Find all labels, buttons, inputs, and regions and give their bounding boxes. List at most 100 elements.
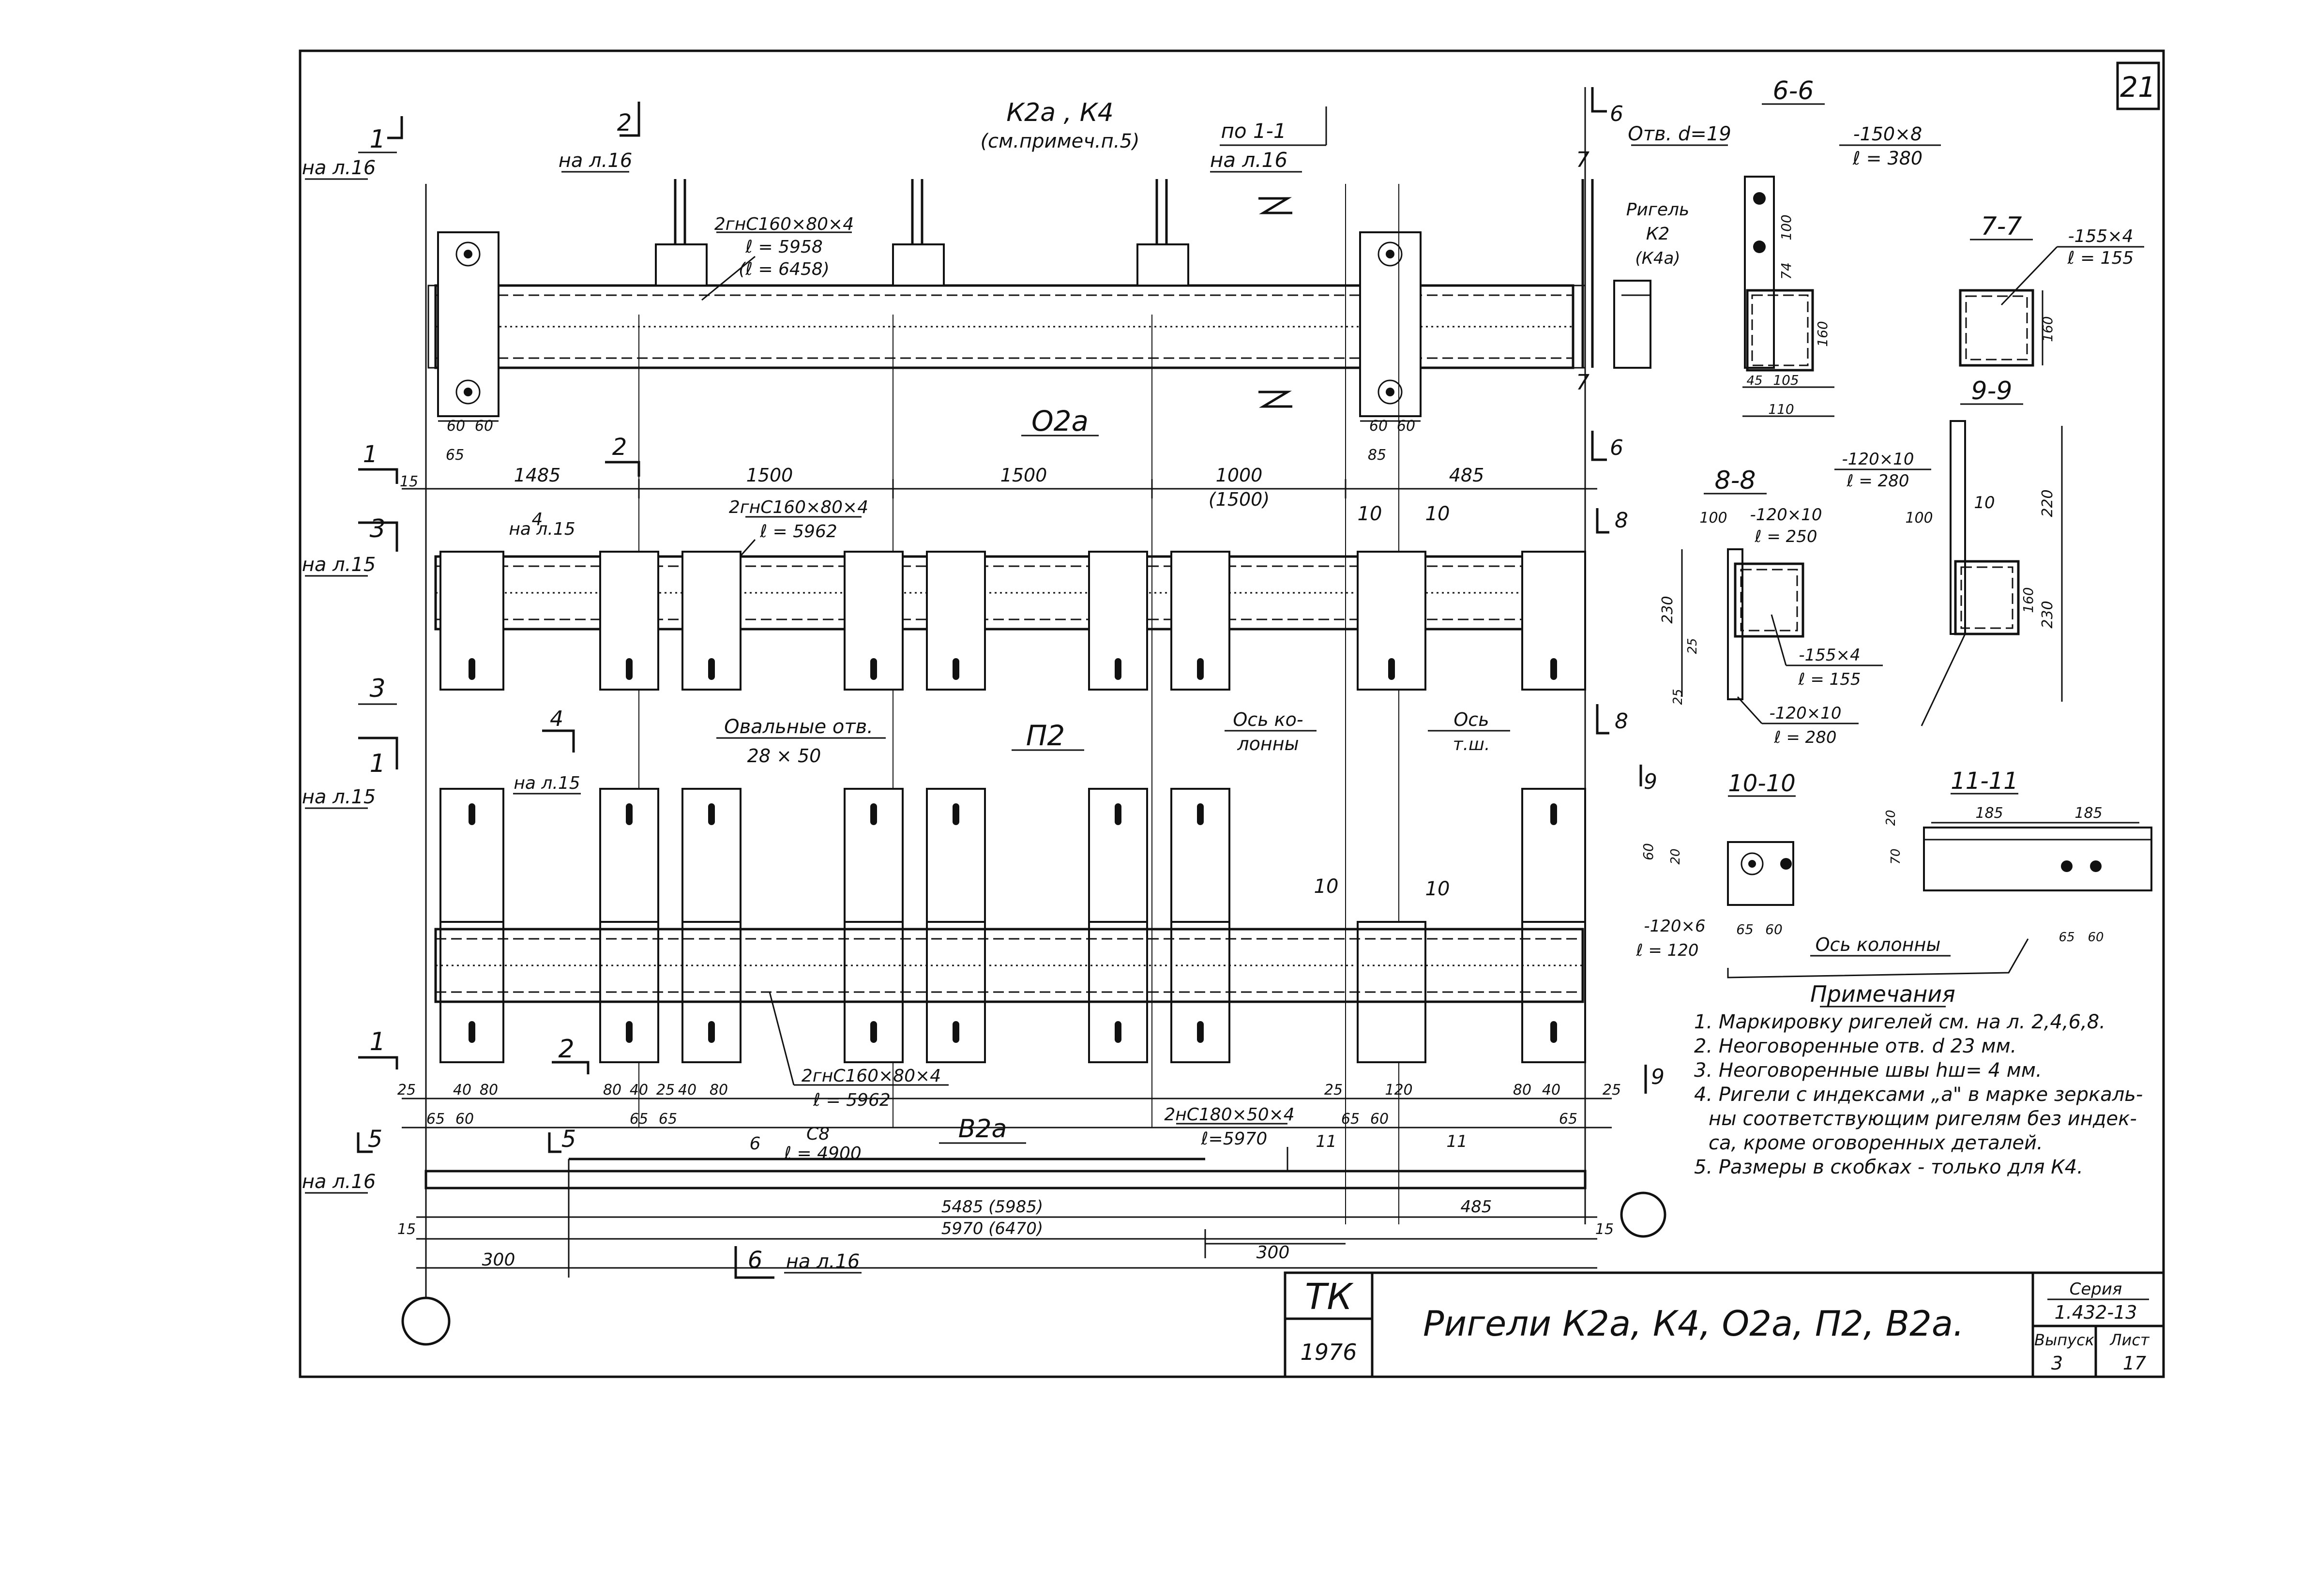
label-oval-holes: Овальные отв. (724, 716, 873, 738)
bottom-dim: 25 (1324, 1082, 1343, 1099)
cut-11-a: 11 (1316, 1132, 1336, 1151)
bottom-dim: 80 (480, 1082, 498, 1099)
oval-hole (953, 803, 959, 825)
s8-dim-25b: 25 (1671, 689, 1685, 705)
bottom-dim: 25 (656, 1082, 675, 1099)
bottom-dim-65: 60 (455, 1111, 474, 1128)
beam-p2-spec-2: ℓ = 5962 (813, 1090, 891, 1110)
label-axis-column-1: Ось ко- (1233, 709, 1303, 730)
bottom-dim: 40 (678, 1082, 696, 1099)
dim-top-1500a: 1500 (746, 465, 793, 486)
note-5: ны соответствующим ригелям без индек- (1709, 1108, 2137, 1130)
oval-hole (870, 1021, 877, 1043)
s6-rigel: Ригель (1626, 200, 1689, 220)
s9-plate-l: ℓ = 280 (1846, 471, 1909, 491)
bottom-dim: 25 (1603, 1082, 1621, 1099)
s10-dim-60b: 60 (1765, 921, 1783, 937)
oval-hole (1550, 803, 1557, 825)
oval-hole (626, 658, 633, 680)
bottom-dim: 40 (1542, 1082, 1560, 1099)
oval-hole (469, 803, 475, 825)
beam-o2a-spec-1: 2гнС160×80×4 (729, 497, 868, 517)
s9-dim-220: 220 (2039, 489, 2056, 517)
beam-k2a-k4: К2а , К4 (см.примеч.п.5) по 1-1 на л.16 (427, 98, 1594, 464)
s9-dim-160: 160 (2020, 587, 2036, 613)
dim-k-60b: 60 (475, 418, 493, 435)
beam-v2a: В2а С8 ℓ = 4900 2нС180×50×4 ℓ=5970 5485 … (397, 1105, 1666, 1346)
s11-dim-70: 70 (1889, 848, 1903, 864)
s6-dim-45: 45 (1746, 374, 1762, 388)
issue-value: 3 (2051, 1353, 2063, 1374)
note-6: са, кроме оговоренных деталей. (1709, 1132, 2043, 1154)
label-axis-tsh-1: Ось (1453, 709, 1489, 730)
top-dimension-row: 15 1485 1500 1500 1000 (1500) 485 (400, 465, 1597, 510)
oval-hole (1115, 1021, 1121, 1043)
s8-dim-230: 230 (1659, 596, 1676, 623)
s6-rigel-3: (К4а) (1635, 249, 1680, 268)
section-11-11: 11-11 185 185 20 70 65 60 (1884, 768, 2152, 945)
cut-4-b: 4 (550, 707, 563, 731)
cut-3-ref: на л.15 (302, 554, 376, 576)
cut-1-top-ref: на л.16 (302, 157, 376, 179)
s6-dim-110: 110 (1768, 401, 1794, 417)
label-oval-size: 28 × 50 (747, 745, 821, 767)
notes: Примечания 1. Маркировку ригелей см. на … (1694, 981, 2143, 1178)
s11-dim-20: 20 (1884, 810, 1898, 826)
oval-hole (708, 658, 715, 680)
bottom-dim-65: 65 (659, 1111, 677, 1128)
cut-7-bottom: 7 (1576, 370, 1590, 395)
dim-k-60a: 60 (447, 418, 465, 435)
beam-k2a-spec-2: ℓ = 5958 (745, 237, 823, 257)
dim-top-1500b: 1500 (1000, 465, 1047, 486)
s10-title: 10-10 (1728, 770, 1795, 797)
s6-dim-100: 100 (1778, 214, 1794, 240)
s8-plate1-l: ℓ = 250 (1754, 527, 1817, 546)
dim-top-15: 15 (400, 473, 418, 490)
beam-o2a-spec-2: ℓ = 5962 (759, 522, 837, 542)
s6-hole: Отв. d=19 (1628, 123, 1731, 145)
oval-hole (953, 1021, 959, 1043)
s8-plate3: -120×10 (1770, 704, 1842, 723)
cut-2-top-ref: на л.16 (559, 150, 633, 172)
dim-overall-5970: 5970 (6470) (941, 1219, 1043, 1238)
s6-dim-105: 105 (1773, 372, 1799, 388)
oval-hole (1388, 658, 1395, 680)
axis-circle-left (401, 1296, 451, 1346)
s8-dim-100: 100 (1699, 510, 1727, 527)
oval-hole (870, 803, 877, 825)
dim-top-1485: 1485 (514, 465, 561, 486)
bottom-dim: 80 (1513, 1082, 1531, 1099)
title-block: ТК 1976 Ригели К2а, К4, О2а, П2, В2а. Се… (1284, 1271, 2165, 1378)
oval-hole (870, 658, 877, 680)
cut-6-mid: 6 (1610, 436, 1623, 460)
label-po-1-1: по 1-1 (1221, 119, 1286, 143)
bottom-dim-65: 65 (426, 1111, 445, 1128)
label-o2a: О2а (1031, 405, 1089, 437)
label-axis-column-2: лонны (1237, 733, 1299, 754)
cut-2-top: 2 (617, 109, 632, 136)
bottom-dim: 80 (603, 1082, 621, 1099)
beam-v2a-spec-1: 2нС180×50×4 (1164, 1105, 1294, 1125)
cut-7-top: 7 (1576, 148, 1590, 172)
oval-hole (1550, 1021, 1557, 1043)
cut-2-bottom: 2 (558, 1035, 574, 1064)
dim-right-300: 300 (1256, 1243, 1290, 1263)
cut-3: 3 (369, 514, 385, 543)
cut-6-ref: на л.16 (786, 1250, 860, 1273)
note-2: 2. Неоговоренные отв. d 23 мм. (1694, 1035, 2016, 1057)
bottom-dim: 40 (630, 1082, 648, 1099)
label-c8-1: С8 (806, 1124, 830, 1144)
sheet-value: 17 (2123, 1353, 2146, 1374)
section-6-6: 6-6 Отв. d=19 -150×8 ℓ = 380 Ригель К2 (… (1613, 76, 1941, 417)
beam-k2a-spec-3: (ℓ = 6458) (739, 259, 830, 279)
oval-hole (626, 803, 633, 825)
issue-label: Выпуск (2034, 1331, 2095, 1349)
s10-plate: -120×6 (1644, 917, 1705, 936)
oval-hole (1550, 658, 1557, 680)
s9-weld: 10 (1974, 493, 1995, 512)
sheet-number: 21 (2120, 71, 2156, 104)
axis-circle-right (1620, 1191, 1666, 1238)
label-v2a: В2а (958, 1114, 1007, 1144)
title-year: 1976 (1300, 1339, 1357, 1365)
